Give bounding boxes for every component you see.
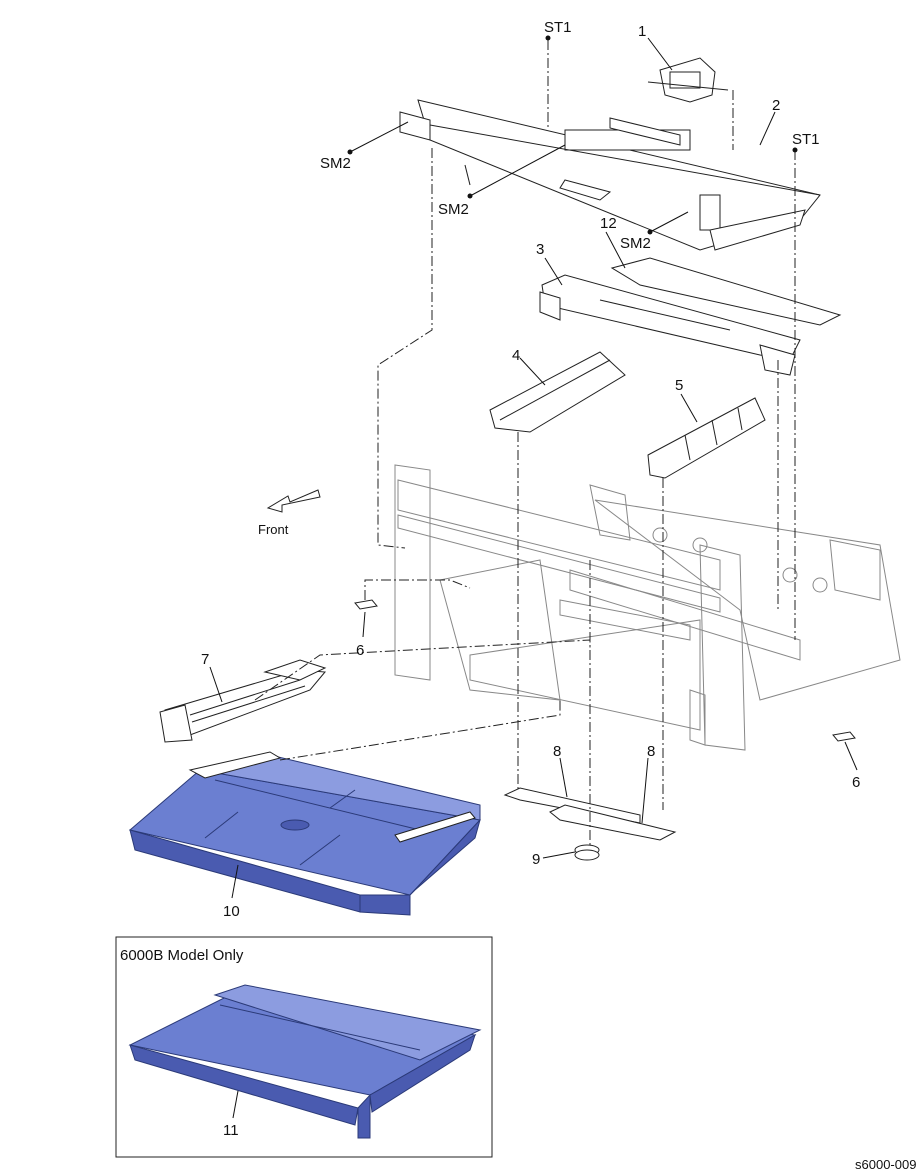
guide-part-5 [647, 397, 766, 479]
leader-lines [209, 37, 858, 1119]
label-front: Front [258, 522, 289, 537]
label-part-8-left: 8 [553, 743, 561, 760]
mylar-sheet-part-12 [610, 257, 842, 326]
label-sm2-mid: SM2 [438, 201, 469, 218]
label-part-10: 10 [223, 903, 240, 920]
rail-part-7 [159, 659, 327, 743]
label-st1-right: ST1 [792, 131, 820, 148]
inset-title: 6000B Model Only [120, 947, 244, 964]
label-part-6-left: 6 [356, 642, 364, 659]
label-part-11: 11 [223, 1122, 239, 1139]
label-part-8-right: 8 [647, 743, 655, 760]
guide-part-4 [489, 351, 626, 433]
label-part-2: 2 [772, 97, 780, 114]
gear-part-9 [574, 844, 600, 861]
guide-part-3 [539, 274, 801, 376]
tray-part-10 [128, 751, 481, 916]
label-part-3: 3 [536, 241, 544, 258]
main-frame [394, 464, 901, 751]
pickup-assembly-part-1 [647, 57, 729, 103]
label-part-9: 9 [532, 851, 540, 868]
pad-part-6-right [832, 731, 856, 742]
label-part-5: 5 [675, 377, 683, 394]
label-part-7: 7 [201, 651, 209, 668]
label-part-1: 1 [638, 23, 646, 40]
front-arrow-icon [266, 489, 321, 513]
pad-part-6-left [354, 599, 378, 610]
label-part-4: 4 [512, 347, 520, 364]
screw-markers [347, 35, 798, 235]
inset-box [115, 936, 493, 1158]
top-plate-part-2 [399, 99, 821, 251]
rack-part-8-left [503, 787, 641, 824]
label-part-12: 12 [600, 215, 617, 232]
label-sm2-right: SM2 [620, 235, 651, 252]
figure-code: s6000-009 [855, 1157, 916, 1172]
label-part-6-right: 6 [852, 774, 860, 791]
alignment-lines [254, 40, 796, 845]
tray-part-11 [128, 984, 482, 1139]
label-st1-top: ST1 [544, 19, 572, 36]
rack-part-8-right [549, 804, 677, 841]
label-sm2-left: SM2 [320, 155, 351, 172]
